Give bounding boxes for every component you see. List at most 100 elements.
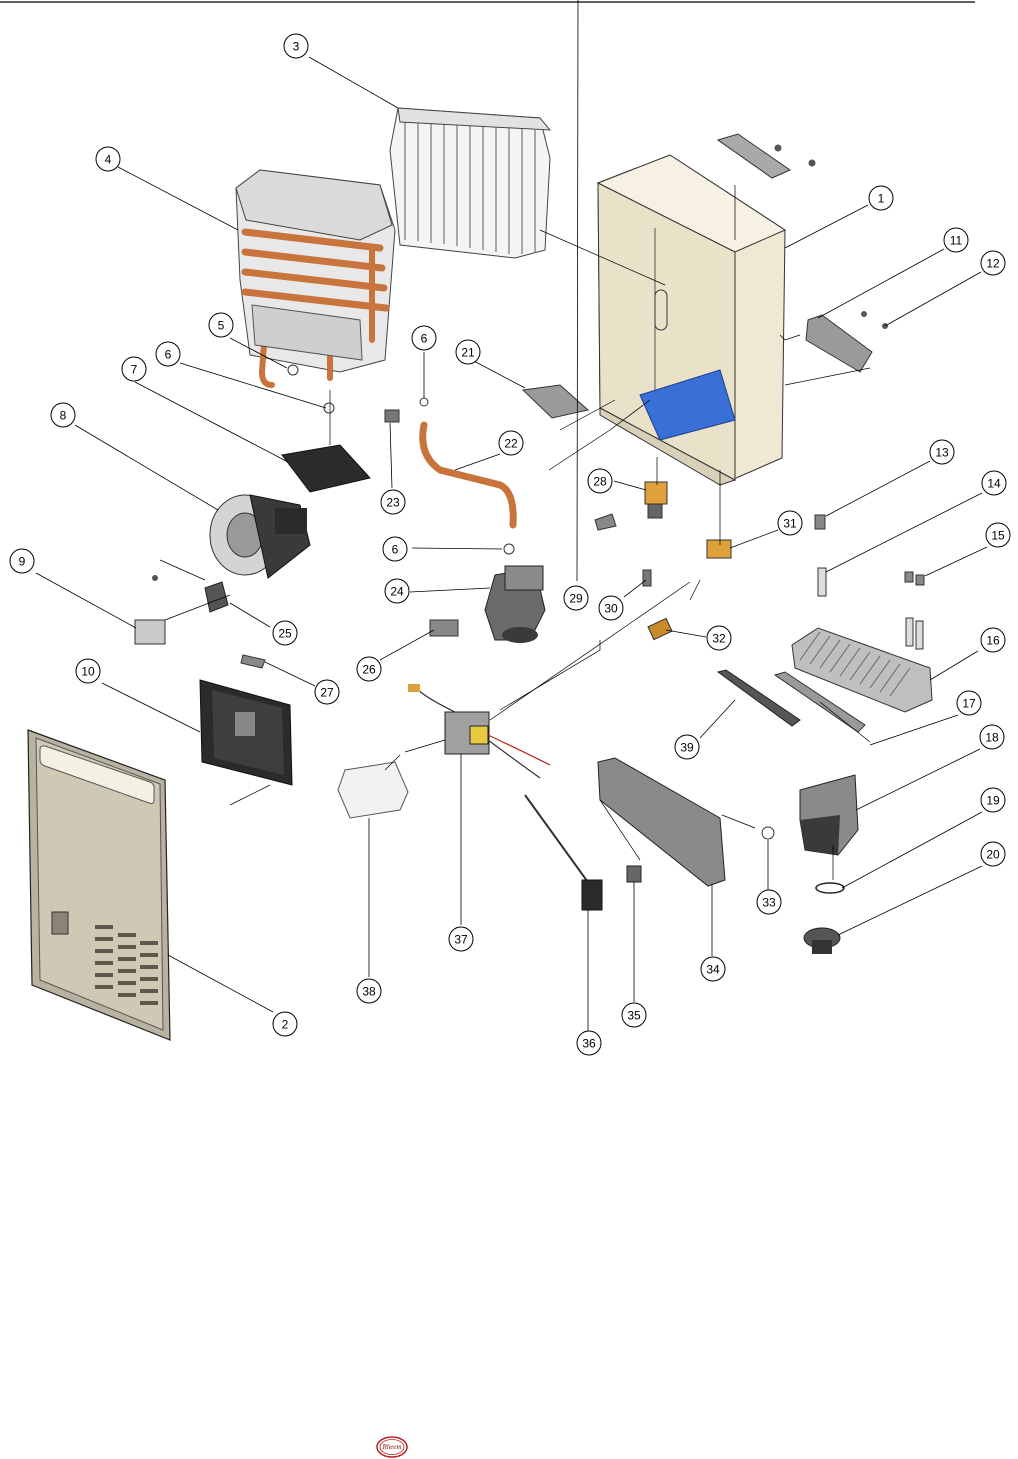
callout-number: 6 (165, 348, 172, 362)
part-valve-32 (647, 617, 673, 641)
callout-c16: 16 (980, 627, 1006, 653)
part-heat-exchanger (235, 169, 396, 388)
callout-circle (980, 250, 1006, 276)
part-top-bracket (716, 133, 816, 179)
part-flow-sensor-28 (644, 481, 668, 519)
callout-c1: 1 (868, 185, 894, 211)
callout-number: 4 (105, 153, 112, 167)
callout-number: 28 (593, 475, 607, 489)
part-pcb-10 (199, 679, 293, 786)
callout-c24: 24 (384, 578, 410, 604)
callout-number: 33 (762, 896, 776, 910)
part-fan (209, 494, 311, 579)
callout-circle (563, 585, 589, 611)
callout-c12: 12 (980, 250, 1006, 276)
part-cover-38 (337, 761, 409, 819)
callout-number: 24 (390, 585, 404, 599)
callout-number: 20 (986, 848, 1000, 862)
callout-c26: 26 (356, 656, 382, 682)
callout-c38: 38 (356, 978, 382, 1004)
part-shield-39 (716, 669, 801, 727)
part-transformer-37 (408, 684, 551, 779)
callout-circle (75, 658, 101, 684)
callout-circle (980, 841, 1006, 867)
callout-number: 7 (131, 363, 138, 377)
callout-c15: 15 (985, 522, 1011, 548)
callout-c6c: 6 (382, 536, 408, 562)
part-thermistor-36 (524, 794, 603, 911)
callout-c32: 32 (706, 625, 732, 651)
callout-circle (356, 656, 382, 682)
part-plate-21 (521, 384, 590, 419)
callout-number: 36 (582, 1037, 596, 1051)
callout-c22: 22 (498, 430, 524, 456)
callout-c27: 27 (314, 679, 340, 705)
callout-number: 27 (320, 686, 334, 700)
callout-number: 17 (962, 697, 976, 711)
parts-layer (27, 107, 933, 1041)
callout-number: 26 (362, 663, 376, 677)
callout-c17: 17 (956, 690, 982, 716)
callout-c6b: 6 (411, 325, 437, 351)
callout-number: 29 (569, 592, 583, 606)
rheem-logo: Rheem (376, 1436, 408, 1458)
callout-number: 38 (362, 985, 376, 999)
callout-circle (384, 578, 410, 604)
callout-leaders (35, 0, 988, 1031)
callout-number: 16 (986, 634, 1000, 648)
callout-c37: 37 (448, 926, 474, 952)
callout-c4: 4 (95, 146, 121, 172)
callout-number: 32 (712, 632, 726, 646)
part-water-valve-18 (799, 774, 859, 856)
callout-c33: 33 (756, 889, 782, 915)
callout-number: 11 (950, 234, 963, 248)
logo-wordmark: Rheem (381, 1443, 401, 1451)
callout-c25: 25 (272, 620, 298, 646)
part-seal-33 (761, 826, 775, 840)
callout-number: 15 (991, 529, 1005, 543)
callout-c13: 13 (929, 439, 955, 465)
callout-number: 9 (19, 555, 26, 569)
callout-c39: 39 (674, 734, 700, 760)
callout-number: 14 (987, 477, 1001, 491)
part-gasket-7 (281, 444, 371, 493)
part-sensor-9 (134, 619, 166, 645)
callout-number: 30 (604, 602, 618, 616)
callout-circle (448, 926, 474, 952)
callout-circle (50, 402, 76, 428)
part-screw (152, 575, 158, 581)
callout-c34: 34 (700, 956, 726, 982)
callout-circle (929, 439, 955, 465)
callout-c35: 35 (621, 1002, 647, 1028)
callout-circle (598, 595, 624, 621)
callout-number: 31 (783, 517, 797, 531)
part-heat-shield (389, 107, 552, 259)
callout-number: 5 (218, 319, 225, 333)
part-clip-27 (240, 654, 266, 669)
part-base-plate-34 (597, 757, 726, 887)
callout-c23: 23 (380, 489, 406, 515)
callout-number: 10 (81, 665, 95, 679)
callout-c31: 31 (777, 510, 803, 536)
callout-number: 35 (627, 1009, 641, 1023)
callout-c2: 2 (272, 1011, 298, 1037)
callout-number: 19 (986, 794, 1000, 808)
callout-circle (95, 146, 121, 172)
callout-circle (943, 227, 969, 253)
part-water-pipe (419, 421, 517, 529)
part-wall-bracket (805, 311, 888, 373)
callout-c10: 10 (75, 658, 101, 684)
callout-c7: 7 (121, 356, 147, 382)
callout-circle (979, 724, 1005, 750)
part-valve-31 (706, 539, 732, 559)
part-seal-6b (419, 397, 429, 407)
callout-c9: 9 (9, 548, 35, 574)
callout-circle (155, 341, 181, 367)
part-clip-29 (594, 513, 617, 531)
part-electrodes-15 (904, 571, 925, 650)
callout-number: 21 (461, 346, 475, 360)
part-cabinet (596, 154, 787, 486)
callout-circle (411, 325, 437, 351)
callout-circle (700, 956, 726, 982)
